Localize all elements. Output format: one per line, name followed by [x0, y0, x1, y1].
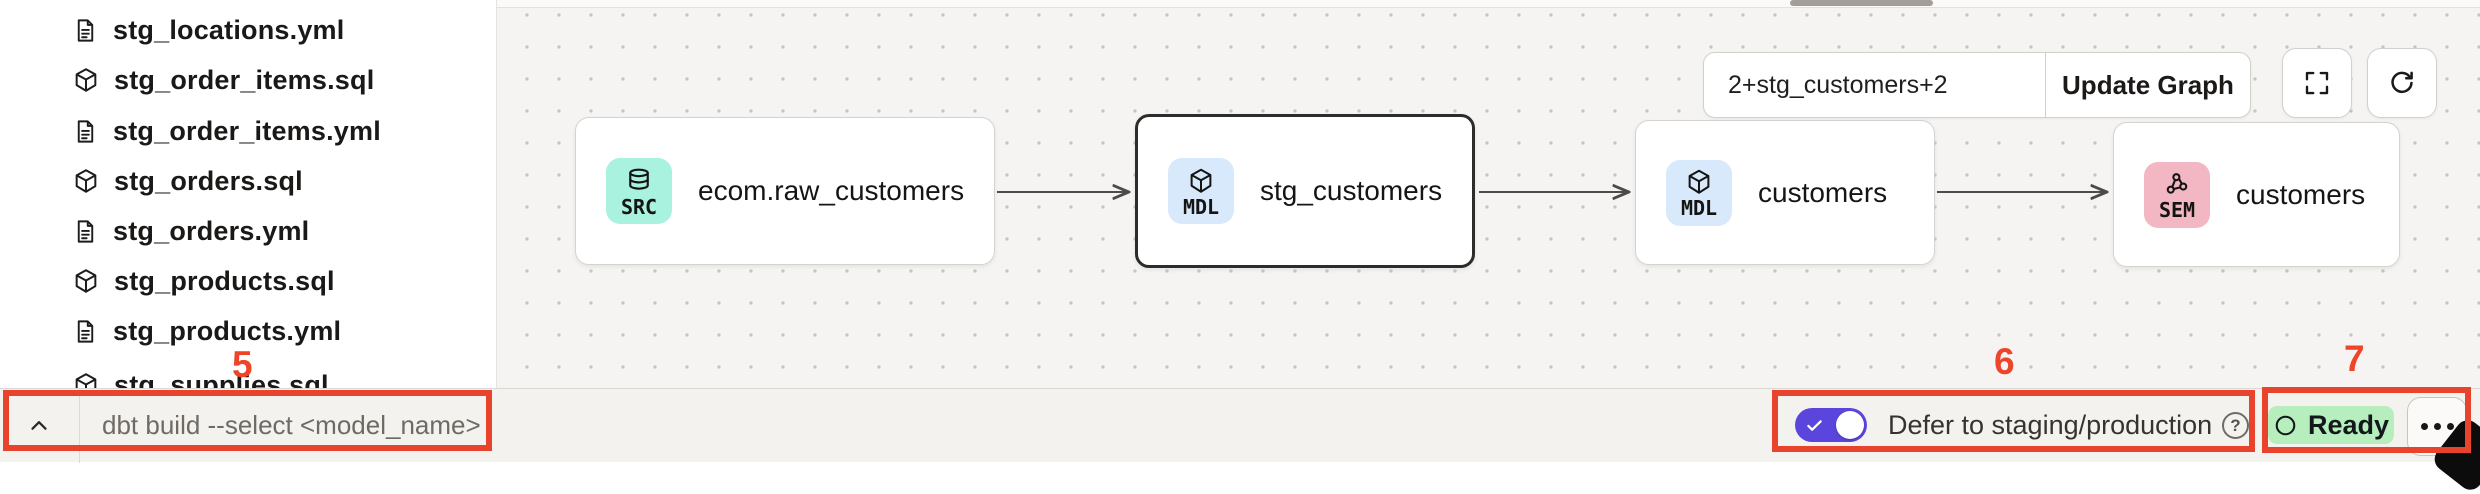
lineage-node-customers-semantic[interactable]: SEM customers [2113, 122, 2400, 267]
defer-toggle[interactable] [1795, 408, 1867, 442]
file-name: stg_supplies.sql [114, 369, 329, 389]
defer-toggle-label: Defer to staging/production [1888, 410, 2213, 440]
badge-label: MDL [1680, 196, 1718, 220]
lineage-node-stg-customers[interactable]: MDL stg_customers [1135, 114, 1475, 268]
file-name: stg_order_items.yml [113, 115, 381, 146]
node-title: stg_customers [1260, 175, 1443, 206]
model-cube-icon [75, 68, 97, 92]
chevron-up-icon [31, 421, 47, 430]
horizontal-scrollbar-thumb[interactable] [1790, 0, 1933, 6]
graph-selector-input[interactable] [1704, 53, 2046, 117]
model-badge: MDL [1168, 158, 1234, 224]
toggle-knob [1836, 411, 1864, 439]
yaml-file-icon [77, 18, 94, 42]
horizontal-scrollbar-track [497, 0, 2480, 8]
help-icon[interactable]: ? [2222, 412, 2249, 439]
lineage-node-customers-model[interactable]: MDL customers [1635, 120, 1935, 265]
file-item[interactable]: stg_orders.sql [0, 156, 496, 206]
cube-icon [1688, 169, 1710, 194]
file-explorer: stg_locations.yml stg_order_items.sql st… [0, 0, 497, 388]
file-item[interactable]: stg_orders.yml [0, 206, 496, 256]
lineage-canvas[interactable]: SRC ecom.raw_customers MDL stg_customers… [497, 0, 2480, 388]
file-item[interactable]: stg_locations.yml [0, 5, 496, 55]
file-item[interactable]: stg_supplies.sql [0, 360, 496, 388]
badge-label: MDL [1182, 194, 1220, 219]
semantic-graph-icon [2166, 173, 2188, 194]
source-badge: SRC [606, 158, 672, 224]
file-item[interactable]: stg_order_items.sql [0, 55, 496, 105]
file-name: stg_locations.yml [113, 14, 345, 45]
file-item[interactable]: stg_products.sql [0, 256, 496, 306]
refresh-icon [2391, 71, 2413, 94]
database-icon [629, 168, 649, 190]
node-title: customers [1758, 176, 1888, 208]
model-cube-icon [75, 373, 97, 388]
file-name: stg_order_items.sql [114, 64, 375, 95]
yaml-file-icon [77, 219, 94, 243]
expand-command-bar-button[interactable] [16, 389, 62, 463]
model-badge: MDL [1666, 159, 1732, 226]
fullscreen-icon [2305, 71, 2329, 95]
command-bar: dbt build --select <model_name> Defer to… [0, 388, 2480, 494]
command-bar-divider [79, 389, 80, 463]
more-icon [2420, 423, 2428, 430]
file-item[interactable]: stg_order_items.yml [0, 106, 496, 156]
file-name: stg_orders.yml [113, 215, 310, 246]
model-cube-icon [75, 269, 97, 293]
semantic-badge: SEM [2144, 161, 2210, 228]
badge-label: SEM [2158, 198, 2196, 222]
status-label: Ready [2307, 409, 2390, 440]
check-icon [1807, 420, 1822, 431]
file-item[interactable]: stg_products.yml [0, 306, 496, 356]
status-badge: Ready [2268, 406, 2394, 444]
update-graph-button[interactable]: Update Graph [2046, 53, 2250, 117]
yaml-file-icon [77, 119, 94, 143]
file-name: stg_products.yml [113, 315, 342, 346]
refresh-button[interactable] [2367, 48, 2437, 118]
graph-selector-bar: Update Graph [1703, 52, 2251, 118]
fullscreen-button[interactable] [2282, 48, 2352, 118]
command-input[interactable]: dbt build --select <model_name> [102, 410, 481, 440]
cube-icon [1190, 168, 1212, 193]
node-title: customers [2236, 178, 2366, 210]
yaml-file-icon [77, 319, 94, 343]
lineage-node-source[interactable]: SRC ecom.raw_customers [575, 117, 995, 265]
node-title: ecom.raw_customers [698, 175, 965, 206]
model-cube-icon [75, 169, 97, 193]
file-name: stg_orders.sql [114, 165, 303, 196]
file-name: stg_products.sql [114, 265, 335, 296]
status-circle-icon [2275, 415, 2296, 435]
badge-label: SRC [620, 194, 658, 219]
